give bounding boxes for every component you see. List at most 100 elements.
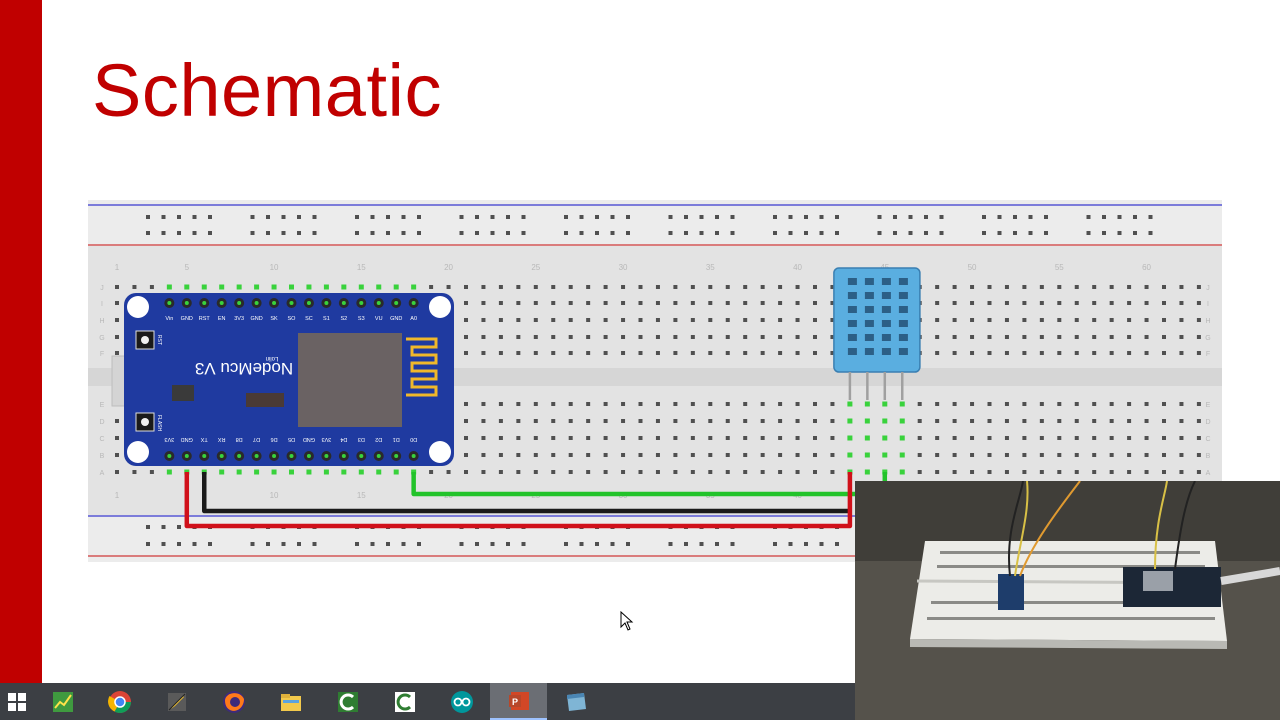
terminal-hole [778, 285, 783, 289]
terminal-hole [1004, 318, 1009, 322]
taskbar-powerpoint-button[interactable]: P [490, 683, 547, 720]
terminal-hole [690, 419, 695, 423]
terminal-hole [1004, 301, 1009, 305]
terminal-hole [813, 335, 817, 339]
flash-button-label: FLASH [156, 415, 162, 432]
terminal-hole [935, 402, 940, 406]
terminal-hole [743, 402, 748, 406]
taskbar-camtasia-editor-button[interactable] [376, 683, 433, 720]
terminal-hole [1004, 285, 1009, 289]
terminal-hole [586, 351, 591, 355]
rail-hole [997, 231, 1002, 235]
pin-label-top: GND [250, 316, 262, 322]
rail-hole [1117, 215, 1122, 219]
taskbar-file-explorer-button[interactable] [262, 683, 319, 720]
terminal-hole [830, 318, 835, 322]
terminal-hole [1127, 419, 1132, 423]
terminal-hole [1022, 470, 1027, 474]
terminal-hole [708, 335, 713, 339]
terminal-hole [1022, 419, 1027, 423]
taskbar-pencil-tool-button[interactable] [148, 683, 205, 720]
connected-hole [236, 284, 242, 290]
terminal-hole [917, 470, 922, 474]
connected-hole [236, 469, 242, 475]
terminal-hole [1074, 301, 1079, 305]
terminal-hole [1162, 301, 1166, 305]
taskbar-window-app-button[interactable] [547, 683, 604, 720]
terminal-hole [1092, 285, 1097, 289]
terminal-hole [830, 285, 835, 289]
terminal-hole [115, 470, 119, 474]
terminal-hole [935, 335, 940, 339]
connected-hole [882, 401, 888, 407]
terminal-hole [498, 318, 503, 322]
taskbar-camtasia-recorder-button[interactable] [319, 683, 376, 720]
terminal-hole [760, 436, 765, 440]
terminal-hole [970, 470, 975, 474]
terminal-hole [1179, 335, 1184, 339]
connected-hole [219, 284, 225, 290]
rail-hole [877, 215, 882, 219]
taskbar-windows-start-button[interactable] [0, 683, 34, 720]
terminal-hole [673, 419, 678, 423]
rail-hole [835, 542, 839, 546]
terminal-hole [1109, 301, 1114, 305]
header-pin-contact [167, 301, 172, 305]
rail-hole [626, 542, 630, 546]
rail-hole [177, 542, 181, 546]
column-number-top: 10 [270, 263, 279, 272]
rail-hole [804, 542, 808, 546]
terminal-hole [1092, 402, 1097, 406]
connected-hole [882, 435, 888, 441]
terminal-hole [970, 301, 975, 305]
terminal-hole [778, 419, 783, 423]
connected-hole [376, 469, 382, 475]
rail-hole [521, 231, 526, 235]
column-number-top: 25 [531, 263, 540, 272]
terminal-hole [987, 436, 992, 440]
pin-label-top: S3 [358, 316, 365, 322]
taskbar-firefox-button[interactable] [205, 683, 262, 720]
taskbar-stats-chart-button[interactable] [34, 683, 91, 720]
terminal-hole [1022, 318, 1027, 322]
terminal-hole [621, 335, 626, 339]
terminal-hole [673, 318, 678, 322]
terminal-hole [1039, 419, 1044, 423]
terminal-hole [429, 470, 434, 474]
terminal-hole [1022, 285, 1027, 289]
terminal-hole [551, 301, 556, 305]
terminal-hole [1144, 301, 1149, 305]
sensor-grill-slot [847, 292, 857, 299]
terminal-hole [464, 402, 468, 406]
terminal-hole [952, 351, 957, 355]
taskbar-chrome-button[interactable] [91, 683, 148, 720]
row-letter-right: J [1206, 285, 1210, 292]
terminal-hole [760, 285, 765, 289]
terminal-hole [568, 436, 573, 440]
rail-hole [386, 215, 390, 219]
taskbar-arduino-button[interactable] [433, 683, 490, 720]
connected-hole [864, 452, 870, 458]
row-letter-right: D [1205, 419, 1210, 426]
terminal-hole [673, 453, 678, 457]
terminal-hole [708, 351, 713, 355]
terminal-hole [690, 318, 695, 322]
terminal-hole [481, 318, 486, 322]
row-letter-right: E [1206, 402, 1211, 409]
terminal-hole [638, 402, 643, 406]
terminal-hole [464, 351, 468, 355]
terminal-hole [533, 419, 538, 423]
rail-hole [893, 215, 897, 219]
connected-hole [306, 284, 312, 290]
column-number-bottom: 15 [357, 491, 366, 500]
terminal-hole [1196, 419, 1201, 423]
powerpoint-icon: P [506, 688, 532, 714]
rail-hole [281, 231, 286, 235]
rail-hole [819, 231, 824, 235]
rail-hole [819, 215, 824, 219]
terminal-hole [813, 470, 817, 474]
rail-hole [610, 231, 615, 235]
terminal-hole [481, 436, 486, 440]
connected-hole [847, 435, 853, 441]
header-pin-contact [237, 454, 242, 458]
